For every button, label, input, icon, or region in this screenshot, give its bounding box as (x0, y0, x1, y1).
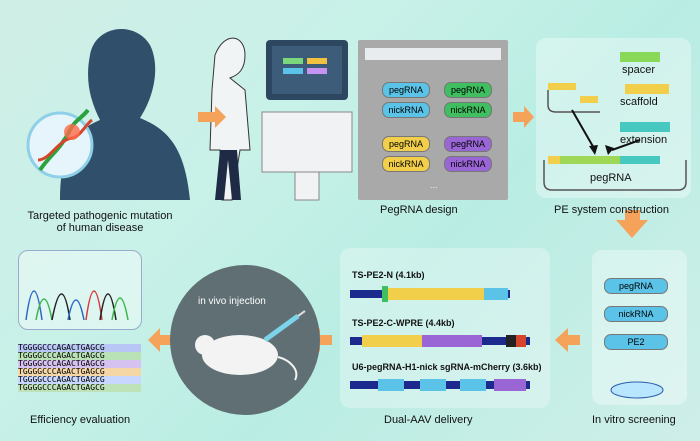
seq-row: TGGGGCCCAGACTGAGCG (18, 360, 141, 368)
spacer-label: spacer (622, 64, 656, 76)
extension-bar (620, 122, 670, 132)
seq-row: TGGGGCCCAGACTGAGCG (18, 384, 141, 392)
syringe (263, 313, 300, 343)
mouse-body (202, 335, 278, 375)
screening-panel (592, 250, 687, 405)
extension-label: extension (620, 134, 668, 146)
seq-row: TGGGGCCCAGACTGAGCG (18, 344, 141, 352)
kiosk-base (261, 111, 353, 173)
construct-3-label: U6-pegRNA-H1-nick sgRNA-mCherry (3.6kb) (352, 362, 542, 372)
in-vitro-label: In vitro screening (592, 414, 676, 426)
nickrna-pill-4: nickRNA (444, 156, 492, 172)
dual-aav-label: Dual-AAV delivery (384, 414, 473, 426)
flow-arrow-4 (555, 328, 580, 352)
ellipsis: ... (430, 180, 438, 190)
seq-row: TGGGGCCCAGACTGAGCG (18, 376, 141, 384)
sequence-alignment: TGGGGCCCAGACTGAGCG TGGGGCCCAGACTGAGCG TG… (18, 344, 141, 392)
construct-3-bar (350, 379, 530, 391)
flow-arrow-6 (148, 328, 172, 352)
screen-pegrna: pegRNA (604, 278, 668, 294)
seq-row: TGGGGCCCAGACTGAGCG (18, 368, 141, 376)
in-vivo-label: in vivo injection (198, 296, 266, 307)
construct-1-bar (350, 286, 510, 302)
target-mutation-label: Targeted pathogenic mutation of human di… (27, 210, 173, 234)
chromatogram-panel (18, 250, 142, 330)
spacer-bar (620, 52, 660, 62)
screen-pe2: PE2 (604, 334, 668, 350)
flow-arrow-2 (513, 106, 534, 128)
petri-dish (610, 381, 664, 399)
construct-1-label: TS-PE2-N (4.1kb) (352, 270, 425, 280)
flow-arrow-1 (198, 106, 226, 128)
chromatogram-peaks (25, 290, 129, 321)
construct-2-bar (350, 335, 530, 347)
pe-system-panel (536, 38, 691, 198)
pegrna-design-label: PegRNA design (380, 204, 458, 216)
pegrna-product-label: pegRNA (590, 172, 632, 184)
pegrna-pill-4: pegRNA (444, 136, 492, 152)
efficiency-label: Efficiency evaluation (30, 414, 131, 426)
flow-arrow-3 (616, 210, 648, 238)
seq-row: TGGGGCCCAGACTGAGCG (18, 352, 141, 360)
nickrna-pill-3: nickRNA (382, 156, 430, 172)
human-silhouette (60, 28, 190, 201)
nickrna-pill-1: nickRNA (382, 102, 430, 118)
construct-2-label: TS-PE2-C-WPRE (4.4kb) (352, 318, 455, 328)
pegrna-design-panel (358, 40, 508, 200)
pegrna-pill-1: pegRNA (382, 82, 430, 98)
scaffold-label: scaffold (620, 96, 658, 108)
screen-nickrna: nickRNA (604, 306, 668, 322)
pegrna-pill-3: pegRNA (382, 136, 430, 152)
pegrna-pill-2: pegRNA (444, 82, 492, 98)
mutation-spot (64, 124, 80, 140)
scaffold-bar (625, 84, 669, 94)
pe-system-label: PE system construction (554, 204, 669, 216)
nickrna-pill-2: nickRNA (444, 102, 492, 118)
